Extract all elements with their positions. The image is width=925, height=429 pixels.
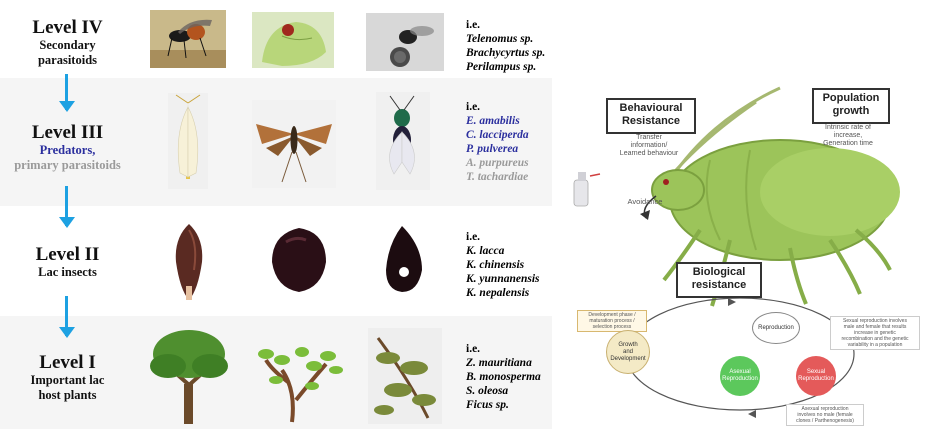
level-3-species: i.e. E. amabilis C. lacciperda P. pulver… <box>466 100 529 184</box>
species-name: K. chinensis <box>466 258 540 272</box>
species-name: Brachycyrtus sp. <box>466 46 545 60</box>
level-1-label: Level I Important lac host plants <box>0 352 135 403</box>
species-name: K. yunnanensis <box>466 272 540 286</box>
level-4-species: i.e. Telenomus sp. Brachycyrtus sp. Peri… <box>466 18 545 74</box>
arrow-3-to-2 <box>62 186 72 226</box>
leaves-photo <box>368 328 442 424</box>
species-name: Telenomus sp. <box>466 32 545 46</box>
asexual-node: Asexual Reproduction <box>720 356 760 396</box>
level-2-label: Level II Lac insects <box>0 244 135 280</box>
species-name: P. pulverea <box>466 142 529 156</box>
level-4-label: Level IV Secondary parasitoids <box>0 17 135 68</box>
level-4-subtitle: Secondary parasitoids <box>0 38 135 68</box>
species-name: C. lacciperda <box>466 128 529 142</box>
tree-illustration <box>140 324 238 428</box>
arrow-2-to-1 <box>62 296 72 336</box>
species-name: T. tachardiae <box>466 170 529 184</box>
telenomus-photo <box>150 10 226 68</box>
species-name: K. lacca <box>466 244 540 258</box>
level-2-species: i.e. K. lacca K. chinensis K. yunnanensi… <box>466 230 540 300</box>
species-name: E. amabilis <box>466 114 529 128</box>
species-name: K. nepalensis <box>466 286 540 300</box>
species-name: B. monosperma <box>466 370 541 384</box>
kerria-yunnanensis-photo <box>380 222 428 296</box>
species-name: A. purpureus <box>466 156 529 170</box>
kerria-chinensis-photo <box>266 222 332 298</box>
species-name: Z. mauritiana <box>466 356 541 370</box>
growth-node: Growth and Development <box>606 330 650 374</box>
species-name: Perilampus sp. <box>466 60 545 74</box>
population-note: Intrinsic rate of increase, Generation t… <box>806 124 890 148</box>
lacewing-photo <box>168 93 208 189</box>
level-1-title: Level I <box>0 352 135 373</box>
development-note: Development phase / maturation process /… <box>577 310 647 332</box>
sexual-note: Sexual reproduction involves male and fe… <box>830 316 920 350</box>
level-1-species: i.e. Z. mauritiana B. monosperma S. oleo… <box>466 342 541 412</box>
kerria-lacca-photo <box>168 220 210 304</box>
behavioural-note: Transfer information/ Learned behaviour <box>604 134 694 158</box>
level-4-title: Level IV <box>0 17 135 38</box>
level-3-subtitle: Predators, <box>0 143 135 158</box>
biological-resistance-box: Biological resistance <box>676 262 762 298</box>
sexual-node: Sexual Reproduction <box>796 356 836 396</box>
brachycyrtus-photo <box>252 12 334 68</box>
wasp-photo <box>376 92 430 190</box>
level-1-subtitle: Important lac host plants <box>0 373 135 403</box>
arrow-4-to-3 <box>62 74 72 110</box>
perilampus-photo <box>366 13 444 71</box>
level-2-subtitle: Lac insects <box>0 265 135 280</box>
level-3-label: Level III Predators, primary parasitoids <box>0 122 135 173</box>
ie-label: i.e. <box>466 100 529 114</box>
behavioural-resistance-box: Behavioural Resistance <box>606 98 696 134</box>
ie-label: i.e. <box>466 18 545 32</box>
ie-label: i.e. <box>466 230 540 244</box>
level-3-subtitle-2: primary parasitoids <box>0 158 135 173</box>
ie-label: i.e. <box>466 342 541 356</box>
asexual-note: Asexual reproduction involves no male (f… <box>786 404 864 426</box>
reproduction-node: Reproduction <box>752 312 800 344</box>
level-3-title: Level III <box>0 122 135 143</box>
species-name: S. oleosa <box>466 384 541 398</box>
moth-photo <box>252 100 336 188</box>
population-growth-box: Population growth <box>812 88 890 124</box>
species-name: Ficus sp. <box>466 398 541 412</box>
avoidance-label: Avoidance <box>620 198 670 206</box>
branch-illustration <box>252 330 348 426</box>
level-2-title: Level II <box>0 244 135 265</box>
